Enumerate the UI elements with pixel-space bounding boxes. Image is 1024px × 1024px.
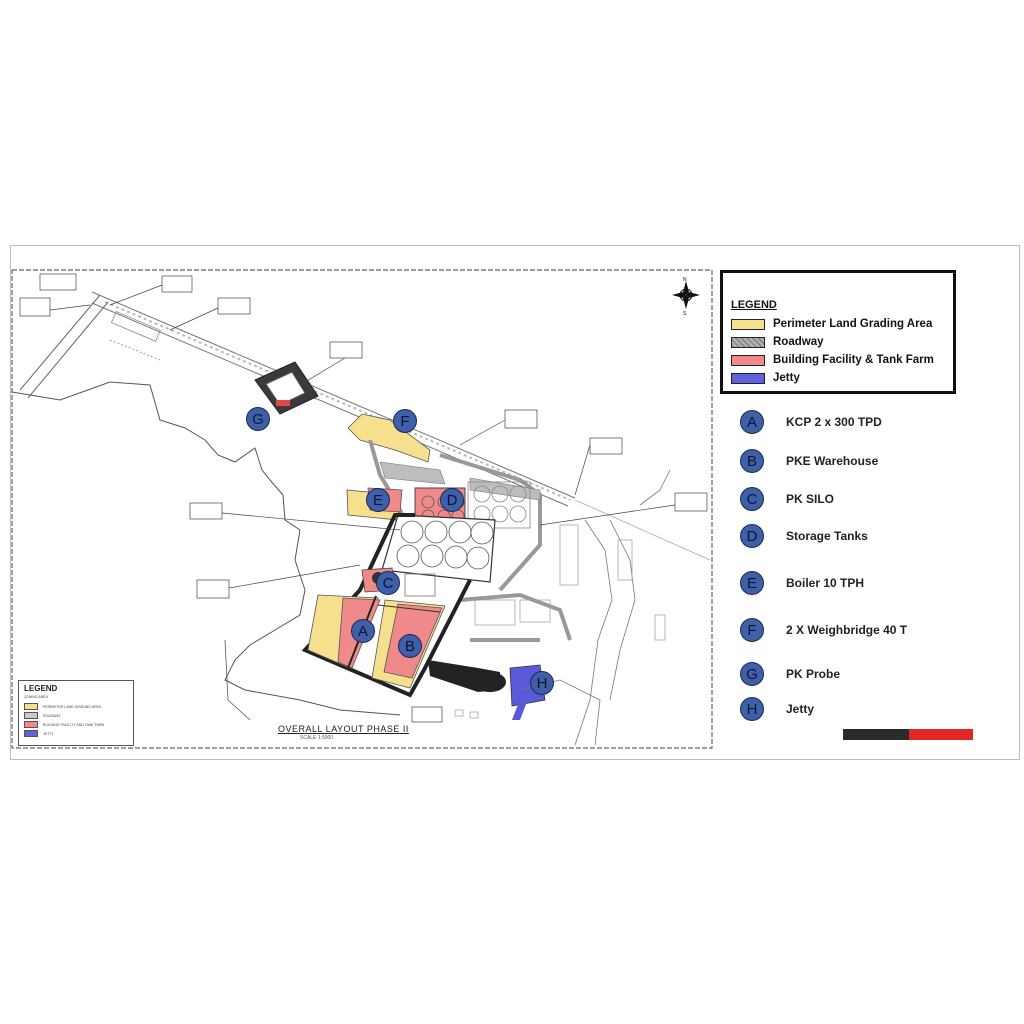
- key-label: Jetty: [786, 702, 815, 716]
- brand-bar-red: [909, 729, 973, 740]
- legend-label: Perimeter Land Grading Area: [773, 318, 933, 330]
- legend-swatch: [24, 703, 38, 710]
- drawing-legend-row: PERIMETER LAND GRADING AREA: [24, 702, 128, 711]
- legend-label: Building Facility & Tank Farm: [773, 354, 934, 366]
- key-label: 2 X Weighbridge 40 T: [786, 623, 908, 637]
- map-marker-e: E: [366, 488, 390, 512]
- key-item: D Storage Tanks: [740, 524, 868, 548]
- tank-farm-grid: [381, 514, 496, 583]
- roadway-hatch: [379, 461, 541, 501]
- map-marker-a: A: [351, 619, 375, 643]
- map-marker-g: G: [246, 407, 270, 431]
- plant-boundary-wall: [301, 513, 472, 698]
- north-structures: [109, 310, 281, 373]
- map-marker-d: D: [440, 488, 464, 512]
- legend-swatch: [24, 721, 38, 728]
- map-marker-b: B: [398, 634, 422, 658]
- legend-row: Building Facility & Tank Farm: [731, 351, 953, 369]
- key-item: H Jetty: [740, 697, 814, 721]
- drawing-legend-row: ROADWAY: [24, 711, 128, 720]
- drawing-legend-title: LEGEND: [24, 684, 58, 693]
- key-marker: E: [740, 571, 764, 595]
- drawing-legend-label: PERIMETER LAND GRADING AREA: [43, 704, 102, 709]
- legend-swatch: [24, 712, 38, 719]
- key-label: Boiler 10 TPH: [786, 576, 865, 590]
- legend-row: Jetty: [731, 369, 953, 387]
- map-marker-h: H: [530, 671, 554, 695]
- diagonal-lines: [19, 294, 711, 561]
- legend-swatch: [24, 730, 38, 737]
- legend-title: LEGEND: [731, 299, 777, 311]
- kcp-and-warehouse-area: [307, 594, 446, 689]
- key-label: PKE Warehouse: [786, 454, 879, 468]
- key-item: F 2 X Weighbridge 40 T: [740, 618, 907, 642]
- key-item: C PK SILO: [740, 487, 834, 511]
- key-label: Storage Tanks: [786, 529, 868, 543]
- brand-color-bar: [843, 729, 973, 740]
- key-item: A KCP 2 x 300 TPD: [740, 410, 882, 434]
- jetty-conveyor: [428, 660, 546, 720]
- key-item: G PK Probe: [740, 662, 840, 686]
- weighbridge-area: [347, 413, 431, 463]
- key-marker: C: [740, 487, 764, 511]
- drawing-legend-label: JETTY: [43, 731, 54, 736]
- key-marker: B: [740, 449, 764, 473]
- legend-label: Roadway: [773, 336, 824, 348]
- key-marker: F: [740, 618, 764, 642]
- callout-labels: [19, 273, 708, 723]
- compass-north: N: [683, 277, 687, 283]
- legend-row: Roadway: [731, 333, 953, 351]
- plan-subtitle: SCALE 1:5000: [300, 735, 334, 741]
- pk-probe-structure: [254, 361, 319, 415]
- legend-swatch-roadway: [731, 336, 765, 348]
- drawing-legend-header: ZONING AREA: [24, 695, 48, 699]
- key-marker: G: [740, 662, 764, 686]
- river-bank: [519, 469, 671, 746]
- key-item: B PKE Warehouse: [740, 449, 878, 473]
- drawing-legend-label: BUILDING FACILITY AND TANK FARM: [43, 722, 105, 727]
- compass-rose: N S: [672, 277, 700, 317]
- key-marker: D: [740, 524, 764, 548]
- key-marker: H: [740, 697, 764, 721]
- key-marker: A: [740, 410, 764, 434]
- drawing-legend: LEGEND ZONING AREA PERIMETER LAND GRADIN…: [18, 680, 134, 746]
- legend-swatch-grading: [731, 318, 765, 330]
- drawing-legend-row: JETTY: [24, 729, 128, 738]
- key-label: KCP 2 x 300 TPD: [786, 415, 882, 429]
- plan-title: OVERALL LAYOUT PHASE II: [278, 724, 409, 734]
- drawing-border: [11, 269, 713, 749]
- drawing-legend-label: ROADWAY: [43, 713, 61, 718]
- compass-south: S: [683, 311, 687, 317]
- ancillary-structures: [454, 524, 666, 719]
- legend-swatch-jetty: [731, 372, 765, 384]
- map-marker-c: C: [376, 571, 400, 595]
- map-marker-f: F: [393, 409, 417, 433]
- brand-bar-dark: [843, 729, 909, 740]
- key-label: PK Probe: [786, 667, 841, 681]
- legend-row: Perimeter Land Grading Area: [731, 315, 953, 333]
- key-label: PK SILO: [786, 492, 835, 506]
- drawing-legend-row: BUILDING FACILITY AND TANK FARM: [24, 720, 128, 729]
- legend-swatch-building: [731, 354, 765, 366]
- legend-box: LEGEND Perimeter Land Grading Area Roadw…: [720, 270, 956, 394]
- legend-label: Jetty: [773, 372, 800, 384]
- key-item: E Boiler 10 TPH: [740, 571, 864, 595]
